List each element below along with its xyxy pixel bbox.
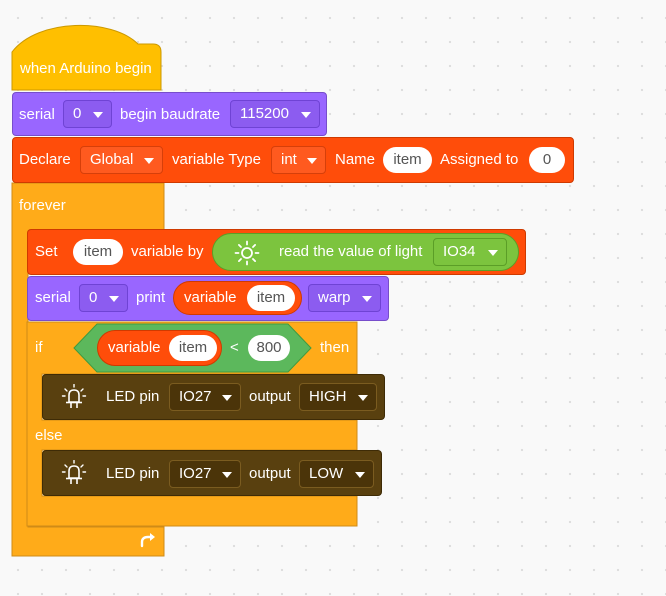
light-sensor-icon	[234, 240, 260, 266]
led-low-pin-value: IO27	[179, 465, 212, 482]
if-label: if	[35, 339, 43, 356]
led-high-level-dropdown[interactable]: HIGH	[299, 383, 377, 411]
baudrate-dropdown[interactable]: 115200	[230, 100, 320, 128]
print-mode-dropdown[interactable]: warp	[308, 284, 381, 312]
led-low-level-dropdown[interactable]: LOW	[299, 460, 374, 488]
variable-by-label: variable by	[131, 243, 204, 260]
led-icon	[61, 459, 87, 486]
variable-label: variable	[108, 339, 161, 356]
print-label: print	[136, 289, 166, 306]
declare-label: Declare	[19, 151, 71, 168]
type-value: int	[281, 151, 297, 168]
chevron-down-icon	[362, 296, 372, 302]
variable-label: variable	[184, 289, 237, 306]
set-label: Set	[35, 243, 58, 260]
light-pin-dropdown[interactable]: IO34	[433, 238, 507, 266]
led-low-level-value: LOW	[309, 465, 344, 482]
print-port-dropdown[interactable]: 0	[79, 284, 128, 312]
assigned-to-label: Assigned to	[440, 151, 519, 168]
led-high-pin-dropdown[interactable]: IO27	[169, 383, 241, 411]
condition-variable-name[interactable]: item	[169, 335, 217, 361]
scope-value: Global	[90, 151, 134, 168]
less-than-operator: <	[230, 339, 239, 356]
chevron-down-icon	[109, 296, 119, 302]
serial-label: serial	[35, 289, 71, 306]
else-label: else	[35, 427, 63, 444]
threshold-input[interactable]: 800	[248, 335, 290, 361]
chevron-down-icon	[222, 395, 232, 401]
chevron-down-icon	[144, 158, 154, 164]
begin-baudrate-label: begin baudrate	[120, 106, 221, 123]
led-icon	[61, 383, 87, 410]
serial-port-value: 0	[73, 105, 82, 122]
forever-label: forever	[19, 197, 66, 214]
baudrate-value: 115200	[240, 105, 289, 122]
then-label: then	[320, 339, 350, 356]
print-port-value: 0	[89, 289, 98, 306]
print-variable-name[interactable]: item	[247, 285, 295, 311]
light-pin-value: IO34	[443, 243, 476, 260]
hat-block-shape	[11, 24, 162, 91]
serial-label: serial	[19, 106, 55, 123]
chevron-down-icon	[355, 472, 365, 478]
chevron-down-icon	[301, 112, 311, 118]
variable-type-label: variable Type	[172, 151, 261, 168]
chevron-down-icon	[358, 395, 368, 401]
led-high-level-value: HIGH	[309, 388, 347, 405]
serial-port-dropdown[interactable]: 0	[63, 100, 112, 128]
output-label: output	[249, 465, 291, 482]
when-arduino-begin-label: when Arduino begin	[20, 60, 152, 77]
type-dropdown[interactable]: int	[271, 146, 326, 174]
chevron-down-icon	[488, 250, 498, 256]
variable-name-input[interactable]: item	[383, 147, 432, 173]
led-pin-label: LED pin	[106, 388, 160, 405]
set-variable-name-input[interactable]: item	[73, 239, 123, 265]
chevron-down-icon	[222, 472, 232, 478]
loop-arrow-icon	[139, 531, 157, 549]
led-pin-label: LED pin	[106, 465, 160, 482]
output-label: output	[249, 388, 291, 405]
read-light-label: read the value of light	[279, 243, 423, 260]
chevron-down-icon	[307, 158, 317, 164]
print-mode-value: warp	[318, 289, 351, 306]
scope-dropdown[interactable]: Global	[80, 146, 163, 174]
chevron-down-icon	[93, 112, 103, 118]
initial-value-input[interactable]: 0	[529, 147, 565, 173]
name-label: Name	[335, 151, 376, 168]
led-low-pin-dropdown[interactable]: IO27	[169, 460, 241, 488]
led-high-pin-value: IO27	[179, 388, 212, 405]
